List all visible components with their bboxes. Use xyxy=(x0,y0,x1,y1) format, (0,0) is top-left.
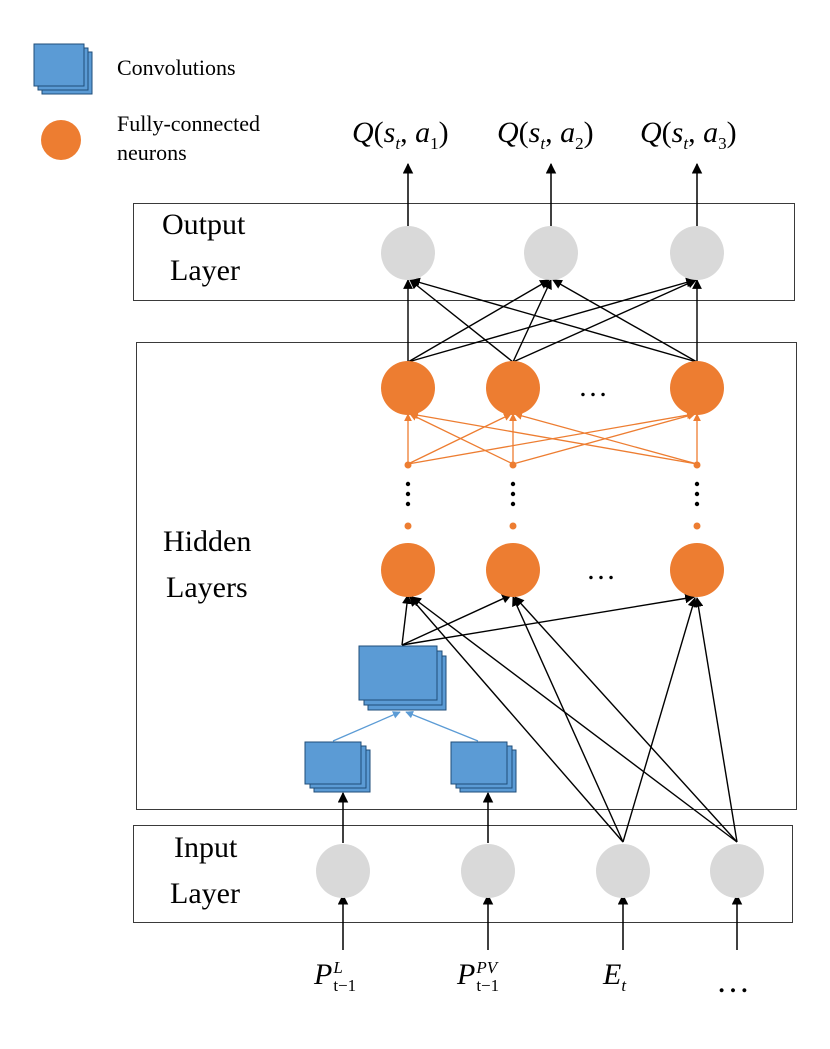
hidden-top-ellipsis: … xyxy=(578,370,608,403)
hidden-layers-label-line1: Hidden xyxy=(163,525,252,558)
output-neurons xyxy=(381,226,724,280)
input-label-ellipsis: … xyxy=(716,963,750,1000)
legend-neuron-icon xyxy=(41,120,81,160)
hidden-neuron xyxy=(486,543,540,597)
conv-merge-edges xyxy=(332,711,479,742)
input-neuron xyxy=(596,844,650,898)
conv-block-merged xyxy=(358,645,447,711)
input-layer-label-line1: Input xyxy=(174,831,238,864)
output-label-q1: Q(st, a1) xyxy=(352,116,449,153)
conv-block-right xyxy=(450,741,517,793)
output-layer-label-line1: Output xyxy=(162,208,246,241)
output-layer-label-line2: Layer xyxy=(170,254,240,287)
input-to-conv-edges xyxy=(337,791,494,843)
output-neuron xyxy=(670,226,724,280)
legend-conv-icon xyxy=(33,43,93,95)
vertical-ellipsis xyxy=(405,481,700,507)
input-neurons xyxy=(316,844,764,898)
legend-fc-label-line1: Fully-connected xyxy=(117,111,260,136)
input-to-hidden-edges xyxy=(401,593,738,843)
hidden-neuron xyxy=(486,361,540,415)
input-neuron xyxy=(316,844,370,898)
hidden-top-neurons xyxy=(381,361,724,415)
legend-conv-label: Convolutions xyxy=(117,55,236,80)
input-neuron xyxy=(710,844,764,898)
hidden-neuron xyxy=(381,361,435,415)
hidden-to-output-edges xyxy=(403,277,702,363)
input-layer-label-line2: Layer xyxy=(170,877,240,910)
conv-block-left xyxy=(304,741,371,793)
hidden-neuron xyxy=(670,361,724,415)
hidden-bottom-neurons xyxy=(381,543,724,597)
output-label-q3: Q(st, a3) xyxy=(640,116,737,153)
external-input-arrows xyxy=(337,893,743,950)
hidden-bottom-ellipsis: … xyxy=(586,553,616,586)
input-label-e: Et xyxy=(603,958,627,995)
hidden-small-dots xyxy=(404,461,701,530)
hidden-neuron xyxy=(670,543,724,597)
legend-fc-label-line2: neurons xyxy=(117,140,187,165)
output-label-q2: Q(st, a2) xyxy=(497,116,594,153)
input-neuron xyxy=(461,844,515,898)
hidden-layers-label-line2: Layers xyxy=(166,571,248,604)
output-neuron xyxy=(524,226,578,280)
hidden-neuron xyxy=(381,543,435,597)
hidden-internal-edges xyxy=(404,411,701,465)
output-neuron xyxy=(381,226,435,280)
output-arrows xyxy=(402,162,703,226)
